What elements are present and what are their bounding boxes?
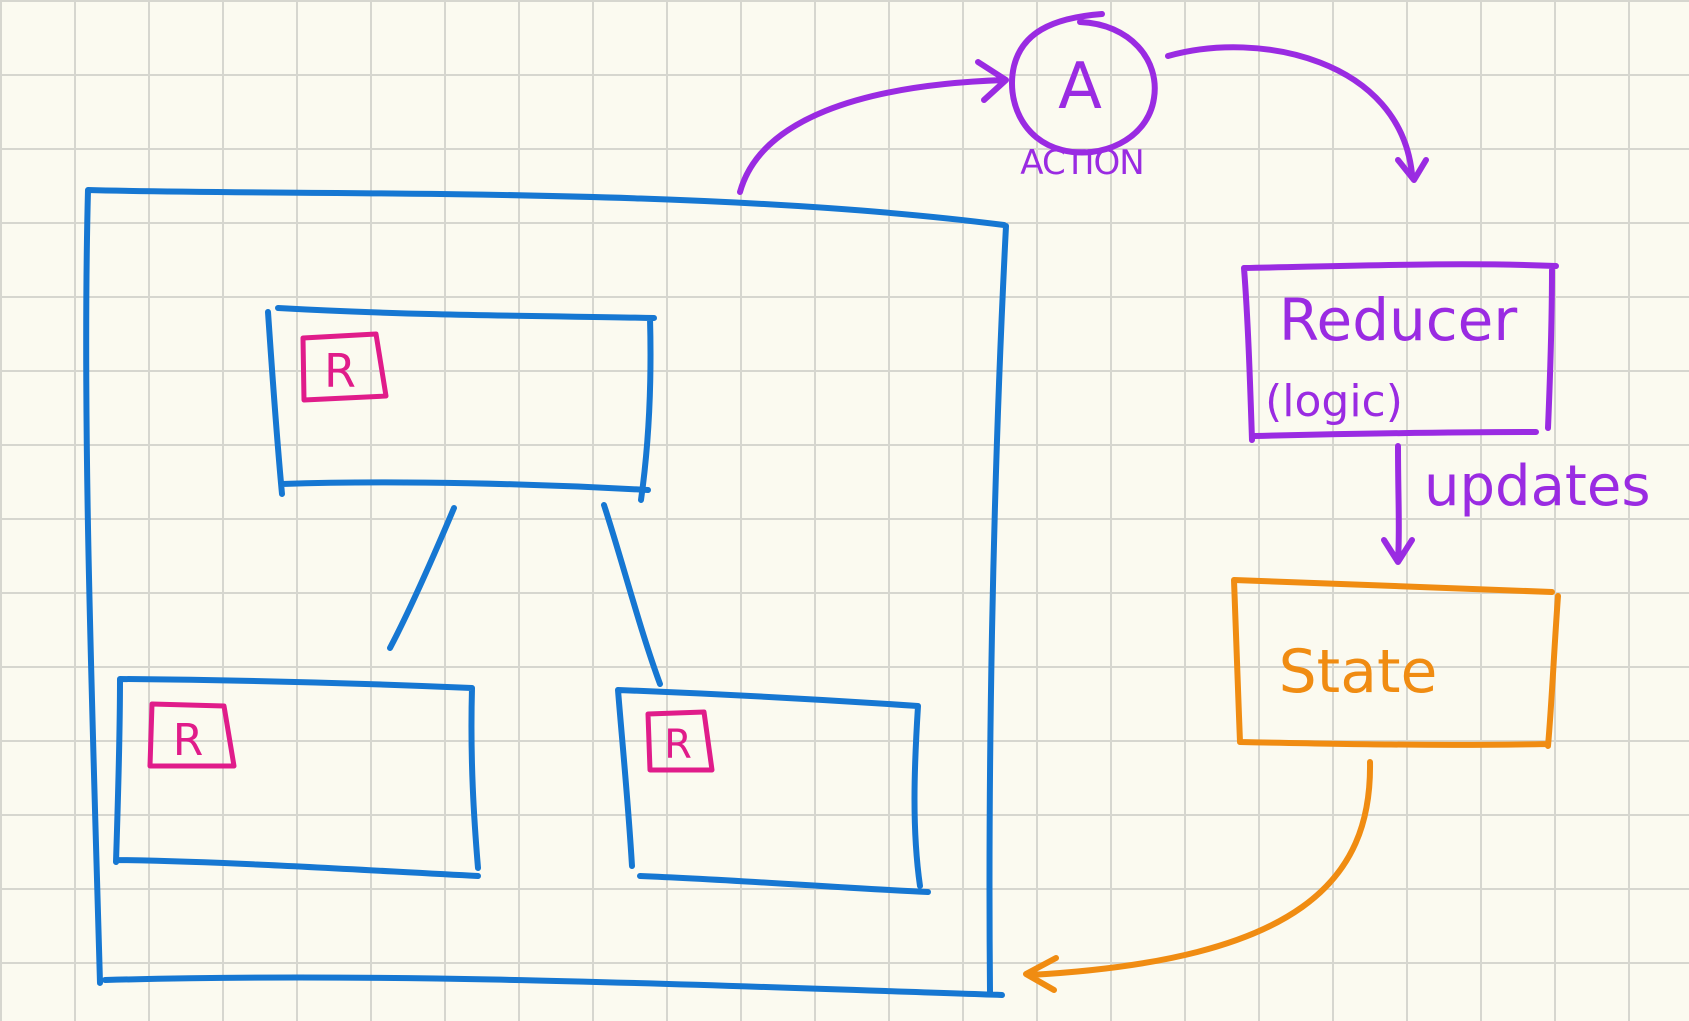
state-box — [1231, 577, 1561, 749]
reducer-title: Reducer — [1279, 286, 1518, 354]
connector-right — [601, 502, 663, 687]
right-child-badge-letter: R — [664, 722, 692, 768]
top-component-redux-badge: R — [300, 331, 389, 403]
updates-arrow — [1381, 443, 1415, 565]
app-container-box — [83, 187, 1009, 998]
updates-label: updates — [1424, 454, 1651, 519]
action-symbol: A — [1058, 50, 1102, 124]
dispatch-arrow — [737, 59, 1009, 195]
action-node: A ACTION — [1009, 11, 1158, 183]
reducer-box — [1241, 261, 1559, 443]
state-to-ui-arrow — [1023, 759, 1374, 993]
top-component-box — [265, 305, 657, 503]
left-child-redux-badge: R — [147, 701, 237, 769]
state-label: State — [1279, 637, 1438, 707]
state-node: State — [1231, 577, 1561, 749]
left-child-component-box — [113, 676, 481, 879]
left-child-badge-letter: R — [173, 715, 204, 766]
right-child-redux-badge: R — [645, 709, 715, 773]
action-circle — [1009, 11, 1158, 156]
reducer-node: Reducer (logic) — [1241, 261, 1559, 443]
right-child-component-box — [615, 687, 931, 895]
action-to-reducer-arrow — [1165, 44, 1429, 183]
action-label: ACTION — [1020, 143, 1143, 183]
top-component-badge-letter: R — [324, 344, 356, 398]
reducer-subtitle: (logic) — [1265, 376, 1403, 427]
connector-left — [387, 505, 457, 651]
